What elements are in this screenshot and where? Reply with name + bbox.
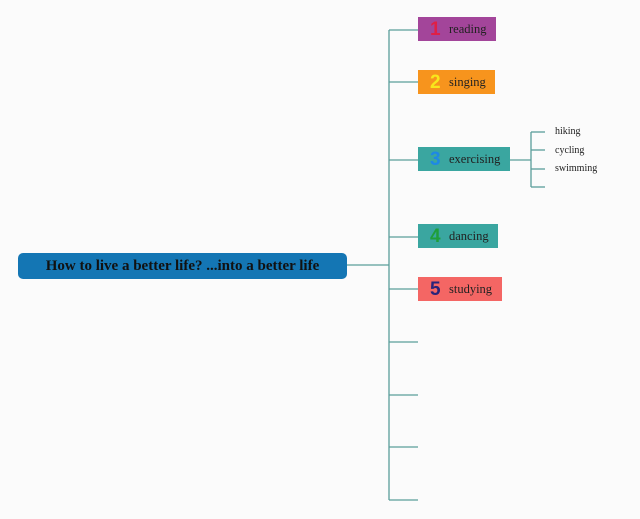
topic-studying[interactable]: 5 studying xyxy=(418,277,502,301)
topic-label: singing xyxy=(449,74,486,89)
topic-singing[interactable]: 2 singing xyxy=(418,70,495,94)
topic-label: dancing xyxy=(449,228,489,243)
subtopic-cycling[interactable]: cycling xyxy=(555,145,585,156)
topic-exercising[interactable]: 3 exercising xyxy=(418,147,510,171)
topic-label: studying xyxy=(449,281,493,296)
topic-number: 3 xyxy=(430,148,441,170)
subtopic-hiking[interactable]: hiking xyxy=(555,126,581,137)
subtopic-swimming[interactable]: swimming xyxy=(555,163,598,174)
central-topic[interactable]: How to live a better life? ...into a bet… xyxy=(18,253,347,279)
topic-number: 1 xyxy=(430,18,441,40)
topic-number: 5 xyxy=(430,278,441,300)
topic-label: reading xyxy=(449,21,487,36)
topic-dancing[interactable]: 4 dancing xyxy=(418,224,498,248)
topic-number: 2 xyxy=(430,71,441,93)
topic-label: exercising xyxy=(449,151,501,166)
topic-number: 4 xyxy=(430,225,441,247)
central-topic-label: How to live a better life? ...into a bet… xyxy=(45,257,320,274)
topic-reading[interactable]: 1 reading xyxy=(418,17,496,41)
